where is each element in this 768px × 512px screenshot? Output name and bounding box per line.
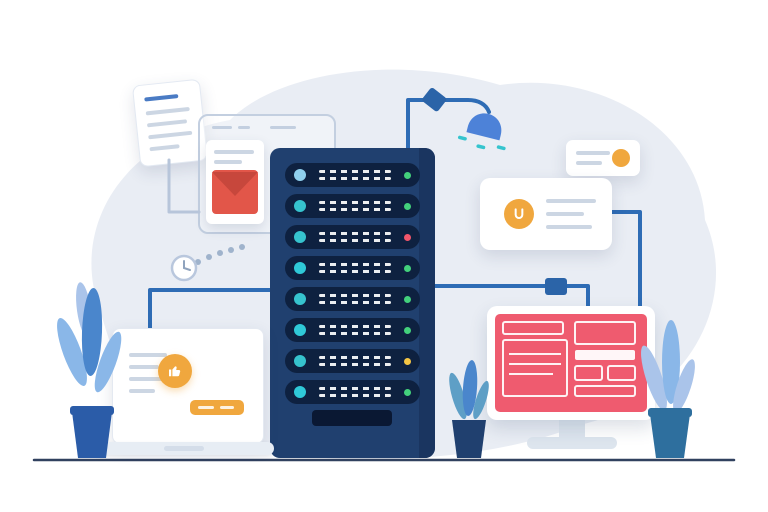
status-led: [404, 202, 411, 210]
plant-pot: [72, 412, 112, 458]
bead-link: [195, 244, 245, 265]
text-line: [270, 126, 296, 129]
tag-dash: [198, 406, 214, 409]
laptop-base: [94, 442, 274, 455]
cable-lamp: [406, 98, 491, 150]
status-led: [404, 171, 411, 179]
power-led: [294, 293, 306, 305]
thumbs-up-icon: [169, 366, 181, 377]
plug-connector: [422, 87, 447, 112]
server-unit: [285, 287, 420, 311]
vent-dashes: [314, 201, 396, 211]
text-line: [576, 161, 602, 165]
power-led: [294, 324, 306, 336]
text-line: [238, 126, 250, 129]
vent-dashes: [314, 387, 396, 397]
text-line: [214, 160, 242, 164]
mail-card: [206, 140, 264, 224]
clock-icon: [170, 254, 198, 282]
server-side-panel: [419, 148, 435, 458]
server-unit: [285, 318, 420, 342]
document-link-line: [167, 158, 201, 214]
server-unit: [285, 349, 420, 373]
plant-left: [57, 282, 122, 458]
touchpad: [164, 446, 204, 451]
status-led: [404, 295, 411, 303]
vent-dashes: [314, 232, 396, 242]
envelope-icon: [212, 170, 258, 214]
power-led: [294, 200, 306, 212]
info-card: [480, 178, 612, 250]
status-led: [404, 264, 411, 272]
thumbs-up-badge: [158, 354, 192, 388]
vent-dashes: [314, 294, 396, 304]
server-unit: [285, 380, 420, 404]
server-unit: [285, 256, 420, 280]
power-led: [294, 169, 306, 181]
power-led: [294, 355, 306, 367]
plug-connector: [545, 278, 567, 295]
orange-tag: [190, 400, 244, 415]
cable-laptop: [148, 288, 274, 332]
cable-monitor-b: [564, 284, 590, 310]
text-line: [546, 212, 584, 216]
text-line: [212, 126, 232, 129]
mini-status-card: [566, 140, 640, 176]
vent-dashes: [314, 325, 396, 335]
plant-right: [641, 320, 695, 458]
power-led: [294, 386, 306, 398]
monitor-stand: [559, 420, 585, 438]
monitor-base: [527, 437, 617, 449]
status-led: [404, 357, 411, 365]
text-line: [129, 365, 159, 369]
status-dot: [612, 149, 630, 167]
vent-dashes: [314, 263, 396, 273]
text-line: [546, 225, 592, 229]
monitor-screen: [495, 314, 647, 412]
server-vent: [312, 410, 392, 426]
server-rows: [285, 163, 420, 411]
cable-card-monitor: [610, 210, 642, 310]
pendant-lamp-icon: [457, 113, 506, 151]
wireframe-layout: [502, 321, 636, 397]
vent-dashes: [314, 170, 396, 180]
status-led: [404, 388, 411, 396]
text-line: [546, 199, 596, 203]
status-led: [404, 326, 411, 334]
plant-pot: [452, 420, 486, 458]
power-led: [294, 231, 306, 243]
text-line: [214, 150, 254, 154]
vent-dashes: [314, 356, 396, 366]
server-unit: [285, 225, 420, 249]
text-line: [129, 377, 165, 381]
plant-pot: [650, 414, 690, 458]
status-led: [404, 233, 411, 241]
text-line: [129, 389, 155, 393]
tag-dash: [220, 406, 234, 409]
plant-center: [449, 360, 489, 458]
server-tower: [270, 148, 435, 458]
server-unit: [285, 194, 420, 218]
magnet-badge: [504, 199, 534, 229]
magnet-icon: [514, 208, 524, 219]
text-line: [576, 151, 610, 155]
power-led: [294, 262, 306, 274]
monitor: [487, 306, 655, 420]
server-unit: [285, 163, 420, 187]
text-line: [129, 353, 167, 357]
